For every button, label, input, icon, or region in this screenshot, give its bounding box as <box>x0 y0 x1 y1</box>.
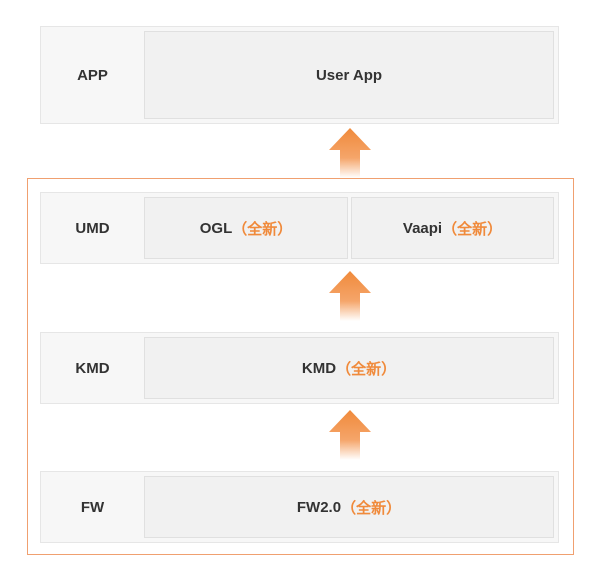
fw-new-tag: （全新） <box>341 499 402 517</box>
layer-label-fw: FW <box>80 498 105 516</box>
up-arrow-icon <box>329 128 371 178</box>
ogl-cell: OGL （全新） <box>144 197 348 259</box>
kmd-new-tag: （全新） <box>336 360 397 378</box>
layer-label-umd: UMD <box>75 219 110 237</box>
user-app-cell: User App <box>144 31 554 119</box>
user-app-label: User App <box>315 66 383 84</box>
layer-label-app: APP <box>77 66 108 84</box>
fw-cell: FW2.0 （全新） <box>144 476 554 538</box>
ogl-new-tag: （全新） <box>232 220 293 238</box>
kmd-layer: KMD KMD （全新） <box>40 332 559 404</box>
kmd-label: KMD <box>301 359 337 377</box>
vaapi-cell: Vaapi （全新） <box>351 197 554 259</box>
layer-label-kmd: KMD <box>75 359 110 377</box>
fw-layer: FW FW2.0 （全新） <box>40 471 559 543</box>
new-components-frame <box>27 178 574 555</box>
ogl-label: OGL <box>199 219 233 237</box>
umd-layer: UMD OGL （全新） Vaapi （全新） <box>40 192 559 264</box>
up-arrow-icon <box>329 271 371 321</box>
vaapi-new-tag: （全新） <box>442 220 503 238</box>
vaapi-label: Vaapi <box>402 219 443 237</box>
fw-label: FW2.0 <box>296 498 342 516</box>
app-layer: APP User App <box>40 26 559 124</box>
up-arrow-icon <box>329 410 371 460</box>
kmd-cell: KMD （全新） <box>144 337 554 399</box>
